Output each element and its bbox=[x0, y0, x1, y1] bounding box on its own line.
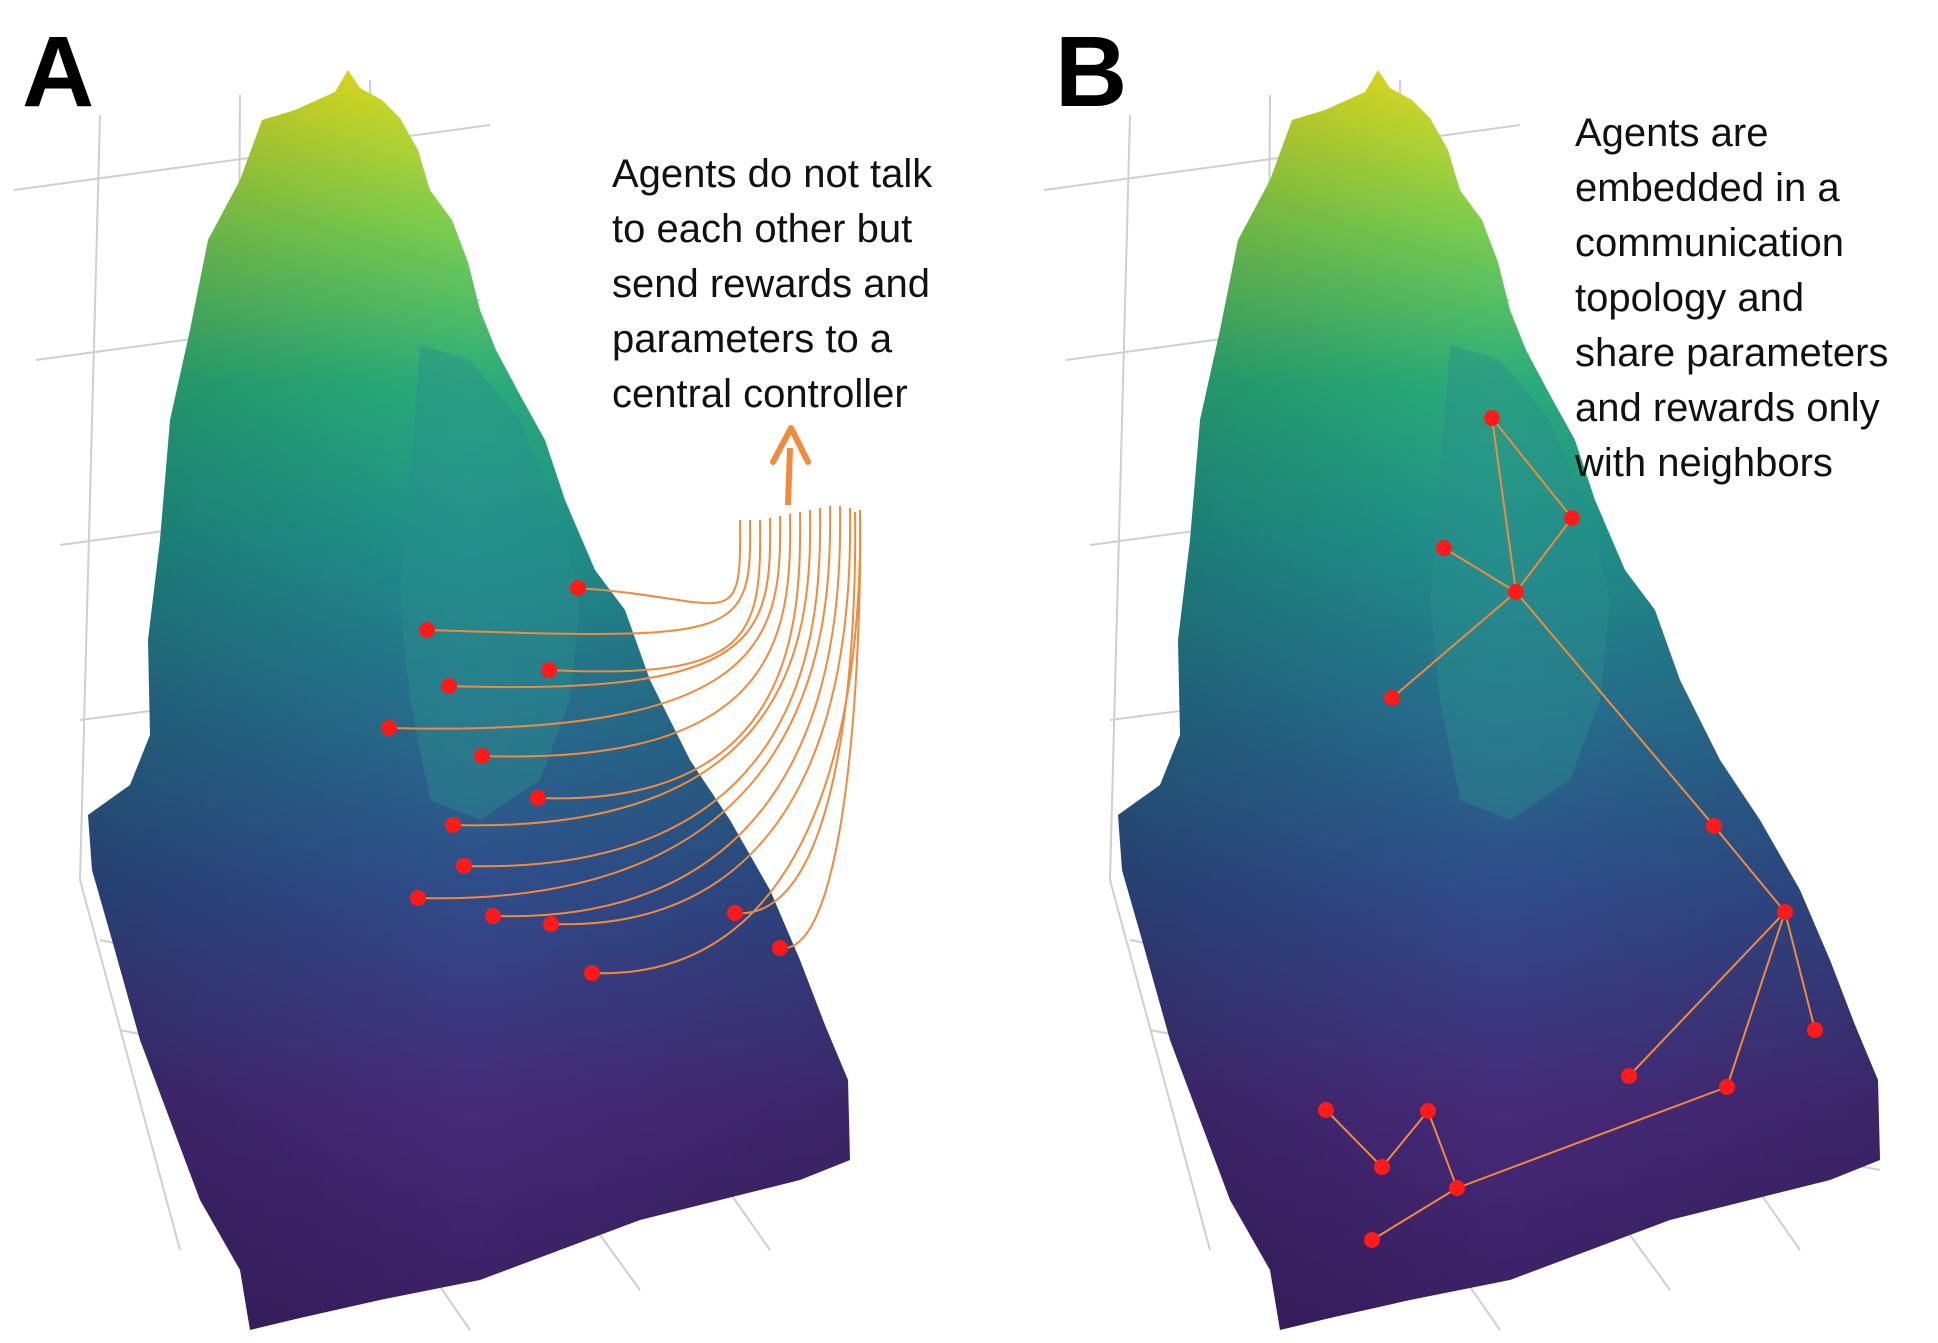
agent-dot bbox=[1484, 410, 1500, 426]
controller-link bbox=[388, 515, 782, 730]
agent-dot bbox=[381, 720, 397, 736]
agent-dot bbox=[1449, 1180, 1465, 1196]
controller-link bbox=[417, 505, 832, 900]
controller-link bbox=[548, 519, 762, 673]
controller-link bbox=[452, 509, 812, 827]
controller-arrow-head bbox=[770, 425, 811, 465]
controller-link bbox=[492, 505, 842, 918]
agent-dot bbox=[1436, 540, 1452, 556]
controller-link bbox=[481, 513, 792, 758]
panel-b-label: B bbox=[1055, 16, 1128, 128]
agent-dot bbox=[1777, 904, 1793, 920]
topology-link bbox=[1456, 1086, 1728, 1189]
agent-dot bbox=[1706, 818, 1722, 834]
topology-links bbox=[1325, 417, 1816, 1241]
topology-link bbox=[1713, 825, 1786, 913]
controller-arrow-shaft bbox=[785, 447, 793, 506]
agent-dot bbox=[543, 916, 559, 932]
panel-a-caption: Agents do not talk to each other but sen… bbox=[612, 152, 933, 416]
panel-a bbox=[13, 70, 862, 1331]
topology-link bbox=[1515, 591, 1715, 827]
agent-dot bbox=[584, 965, 600, 981]
topology-link bbox=[1726, 911, 1786, 1088]
controller-link bbox=[577, 519, 742, 605]
agent-dot bbox=[541, 662, 557, 678]
agent-dot bbox=[1621, 1068, 1637, 1084]
agent-dot bbox=[772, 940, 788, 956]
agent-dot bbox=[1420, 1103, 1436, 1119]
topology-link bbox=[1443, 547, 1517, 593]
panel-b bbox=[1043, 70, 1881, 1331]
agent-dot bbox=[474, 748, 490, 764]
panel-b-caption: Agents are embedded in a communication t… bbox=[1575, 111, 1889, 485]
agent-dot bbox=[419, 622, 435, 638]
agent-dot bbox=[1384, 690, 1400, 706]
topology-link bbox=[1325, 1109, 1383, 1168]
agent-dot bbox=[1318, 1102, 1334, 1118]
topology-link bbox=[1427, 1110, 1458, 1189]
agent-dot bbox=[1719, 1079, 1735, 1095]
agent-dot bbox=[530, 790, 546, 806]
controller-links bbox=[388, 505, 862, 975]
surface-shading bbox=[88, 70, 850, 1330]
controller-link bbox=[734, 511, 857, 915]
topology-link bbox=[1491, 417, 1517, 593]
controller-link bbox=[779, 513, 862, 950]
agent-dot bbox=[456, 858, 472, 874]
agents bbox=[1318, 410, 1823, 1248]
agent-dot bbox=[485, 908, 501, 924]
agent-dot bbox=[570, 580, 586, 596]
agent-dot bbox=[727, 905, 743, 921]
controller-link bbox=[463, 507, 822, 868]
agent-dot bbox=[410, 890, 426, 906]
controller-link bbox=[550, 507, 852, 926]
topology-link bbox=[1628, 911, 1786, 1077]
controller-link bbox=[537, 511, 802, 800]
ridge-highlight bbox=[400, 345, 580, 820]
controller-link bbox=[448, 517, 772, 689]
topology-link bbox=[1371, 1187, 1458, 1241]
topology-link bbox=[1391, 591, 1517, 699]
agent-dot bbox=[1374, 1159, 1390, 1175]
topology-link bbox=[1381, 1110, 1429, 1168]
agent-dot bbox=[1508, 584, 1524, 600]
agents bbox=[381, 580, 788, 981]
ridge-highlight bbox=[1430, 345, 1610, 820]
agent-dot bbox=[1364, 1232, 1380, 1248]
agent-dot bbox=[445, 817, 461, 833]
agent-dot bbox=[441, 678, 457, 694]
topology-link bbox=[1491, 417, 1573, 519]
agent-dot bbox=[1807, 1022, 1823, 1038]
panel-a-label: A bbox=[22, 16, 95, 128]
agent-dot bbox=[1564, 510, 1580, 526]
controller-link bbox=[426, 519, 752, 635]
surface-shading bbox=[1118, 70, 1880, 1330]
topology-link bbox=[1515, 517, 1573, 593]
topology-link bbox=[1784, 911, 1816, 1031]
